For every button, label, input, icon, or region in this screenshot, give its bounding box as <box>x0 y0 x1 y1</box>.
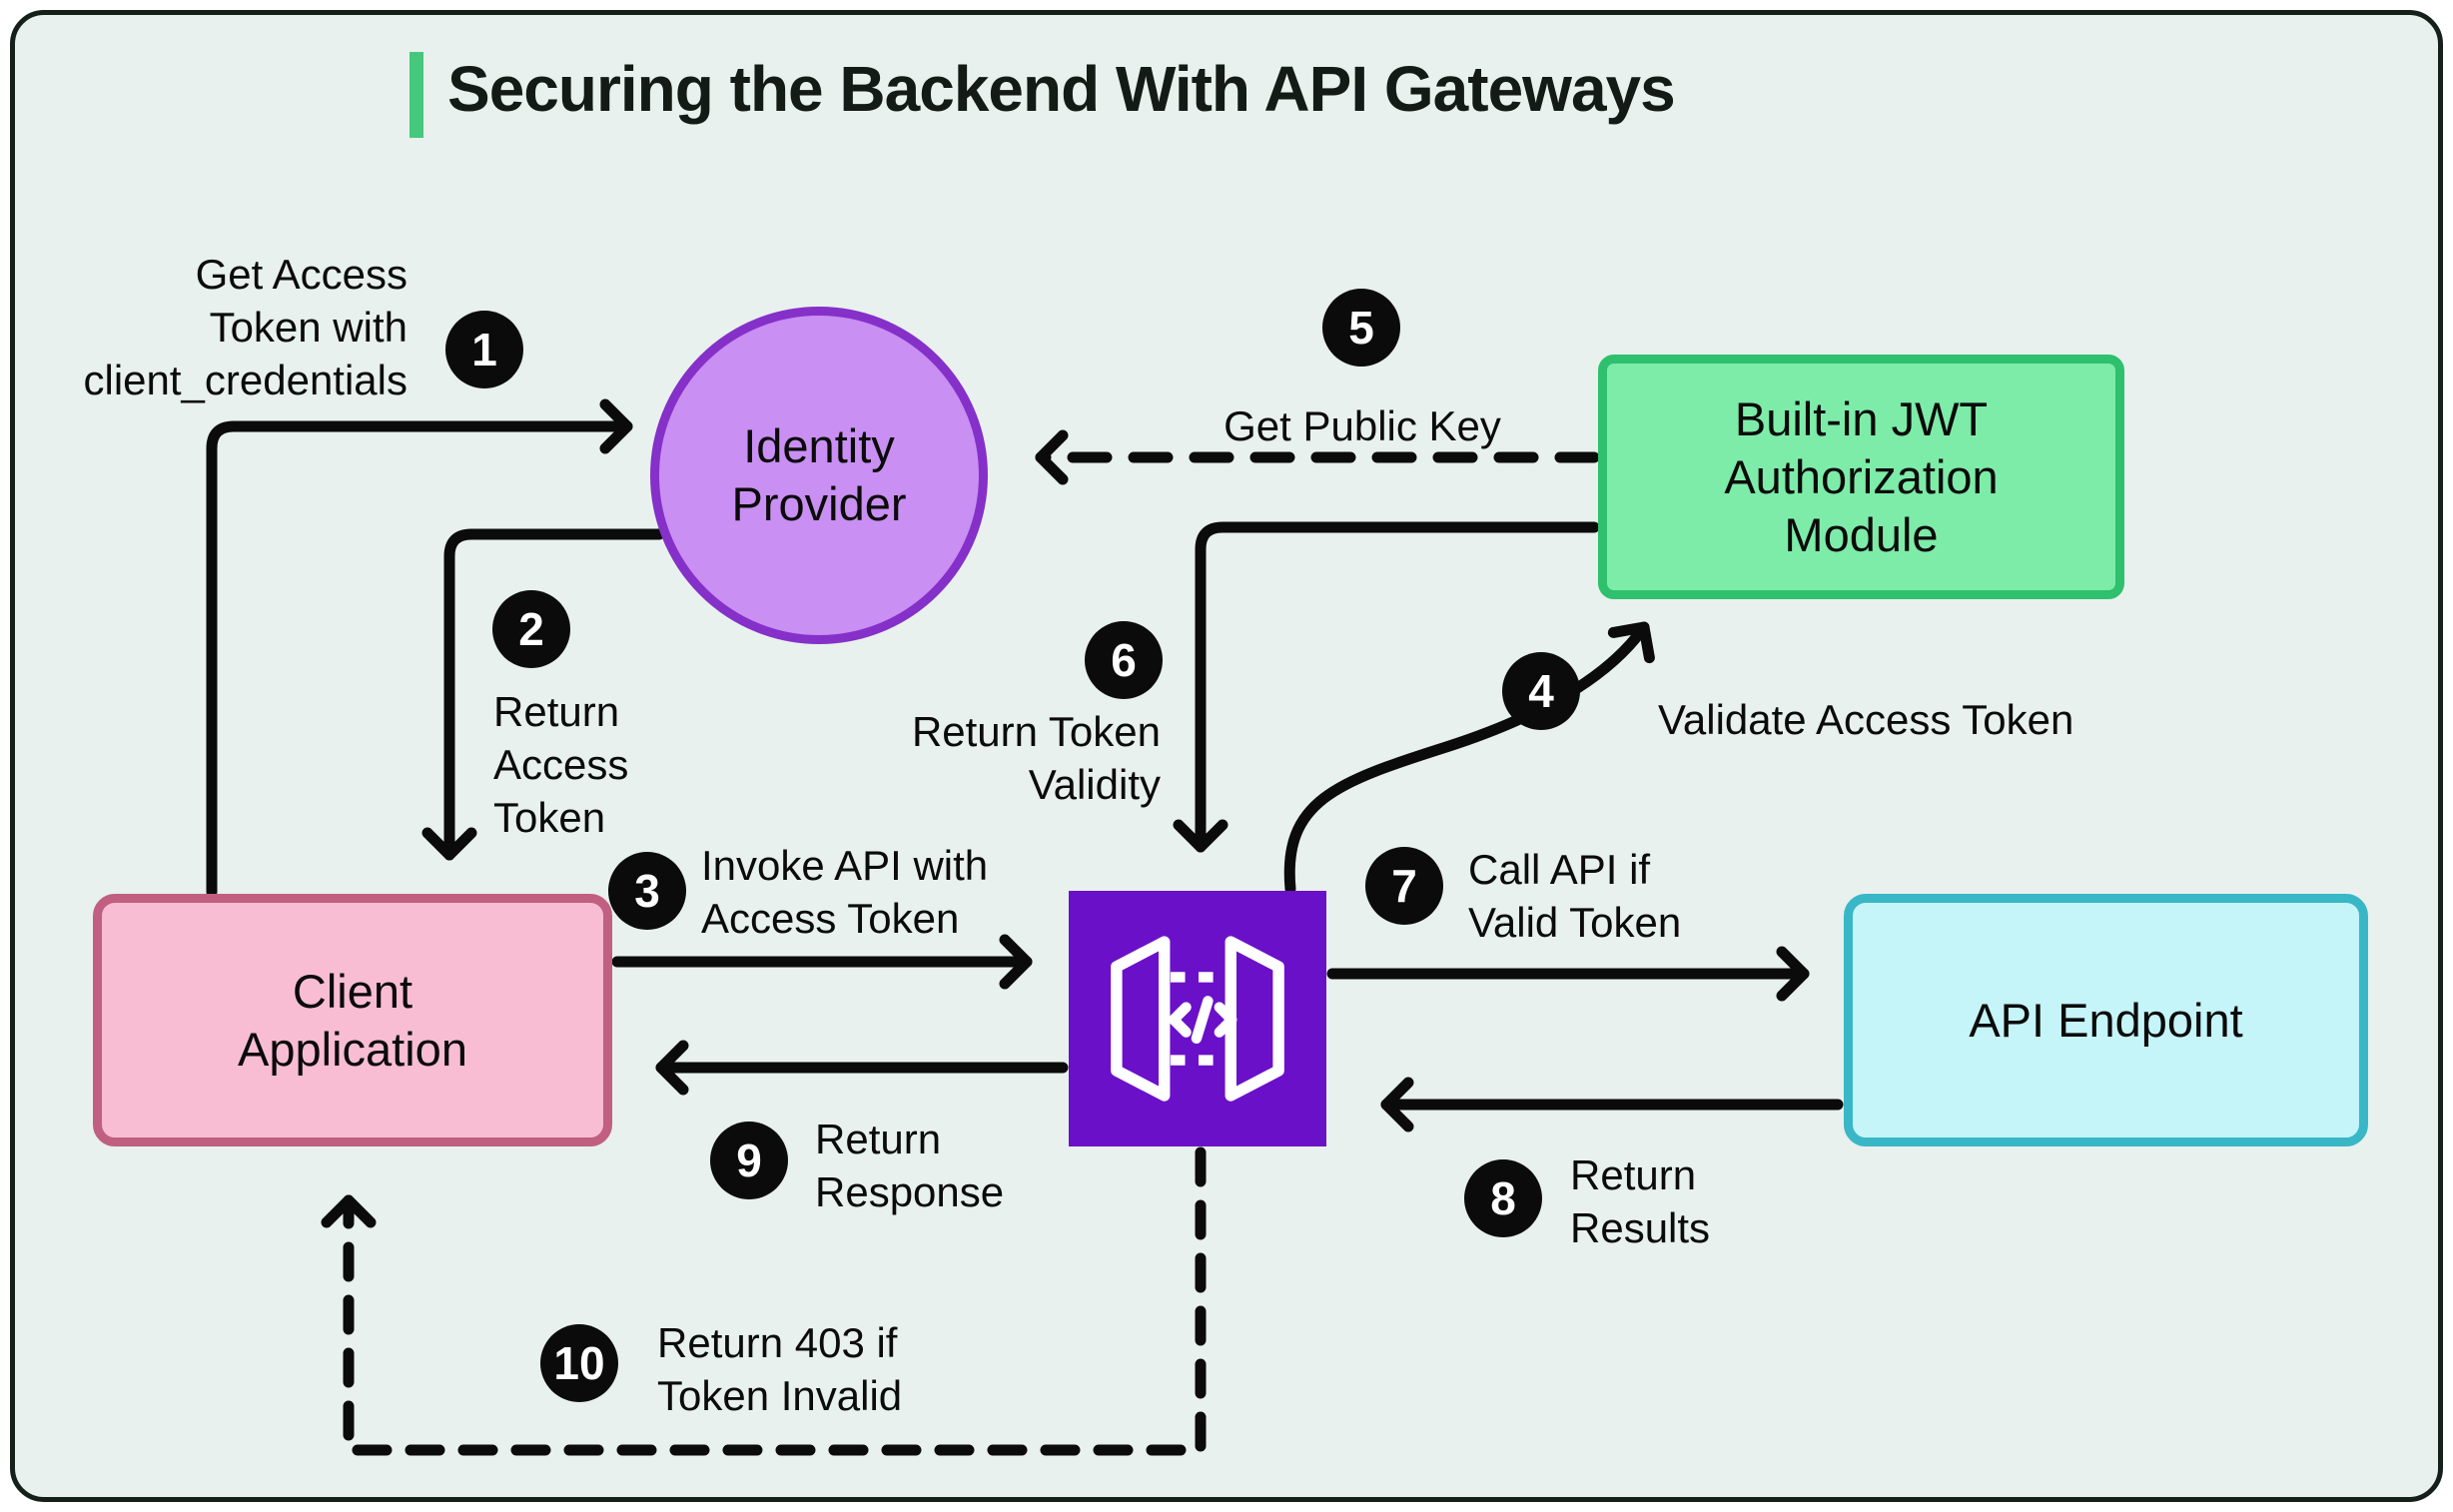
step-4-badge: 4 <box>1502 652 1580 730</box>
identity-provider-label: Identity Provider <box>731 419 907 530</box>
api-endpoint-node: API Endpoint <box>1844 894 2368 1146</box>
step-8-badge: 8 <box>1464 1159 1542 1237</box>
step-3-badge: 3 <box>608 852 686 930</box>
step-9-label: Return Response <box>815 1116 1005 1215</box>
api-gateway-node <box>1069 891 1326 1146</box>
step-3-label: Invoke API with Access Token <box>701 842 989 942</box>
step-7-badge: 7 <box>1365 847 1443 925</box>
identity-provider-node: Identity Provider <box>650 307 988 644</box>
diagram-frame <box>10 10 2443 1502</box>
step-6-label: Return Token Validity <box>911 708 1161 808</box>
jwt-authorization-module-node: Built-in JWT Authorization Module <box>1598 355 2124 599</box>
client-application-label: Client Application <box>238 964 467 1076</box>
step-6-badge: 6 <box>1085 621 1163 699</box>
title-accent-bar <box>409 52 423 138</box>
step-10-badge: 10 <box>540 1324 618 1402</box>
api-gateway-code-icon <box>1111 936 1284 1102</box>
step-5-badge: 5 <box>1322 289 1400 367</box>
step-9-badge: 9 <box>710 1122 788 1199</box>
step-7-label: Call API if Valid Token <box>1468 846 1682 946</box>
client-application-node: Client Application <box>93 894 612 1146</box>
step-8-label: Return Results <box>1570 1151 1711 1251</box>
step-10-label: Return 403 if Token Invalid <box>657 1319 903 1419</box>
step-2-badge: 2 <box>492 590 570 668</box>
jwt-authorization-module-label: Built-in JWT Authorization Module <box>1724 391 1999 561</box>
page-title: Securing the Backend With API Gateways <box>447 53 1676 125</box>
step-1-badge: 1 <box>445 311 523 388</box>
api-endpoint-label: API Endpoint <box>1969 993 2243 1047</box>
step-4-label: Validate Access Token <box>1658 696 2074 743</box>
step-5-label: Get Public Key <box>1224 402 1501 449</box>
step-2-label: Return Access Token <box>493 688 629 841</box>
step-1-label: Get Access Token with client_credentials <box>83 251 408 403</box>
